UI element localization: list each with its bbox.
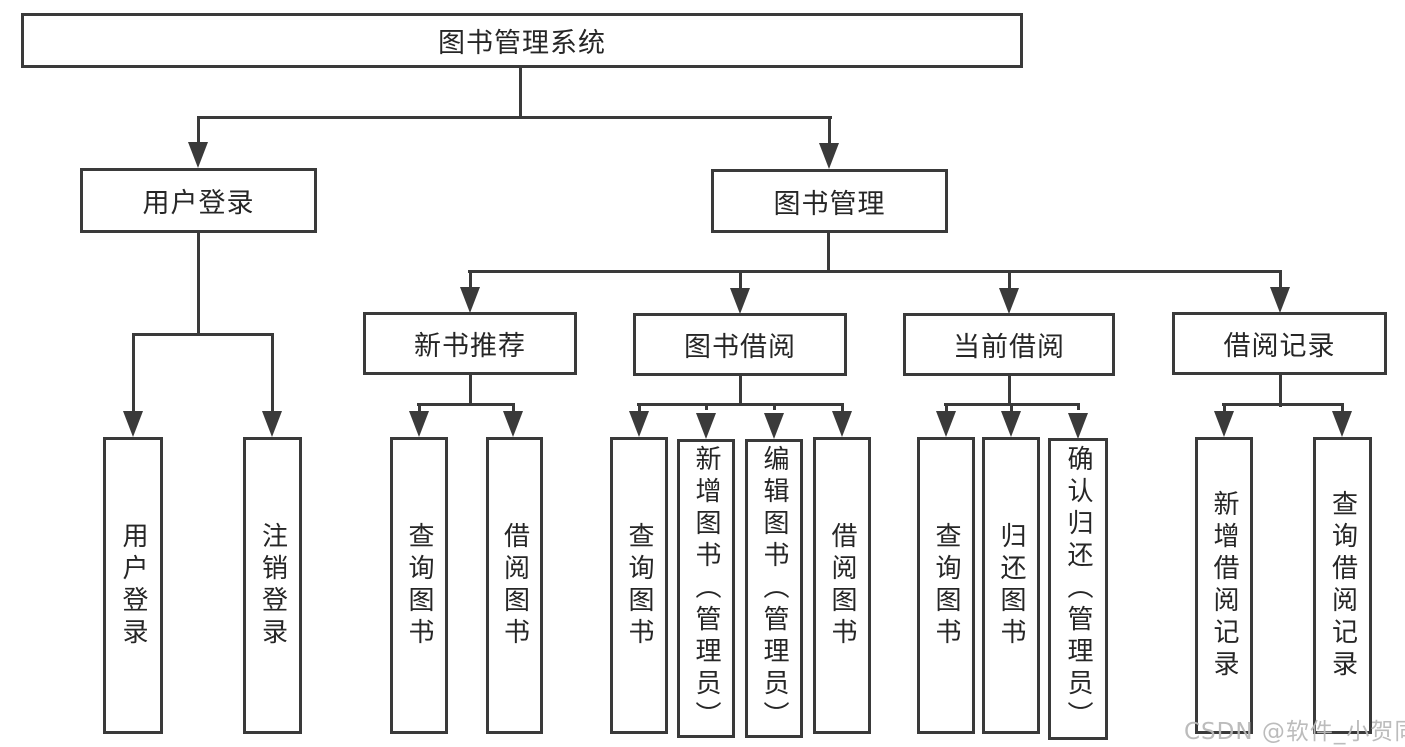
csdn-watermark: CSDN @软件_小贺同学	[1184, 719, 1405, 745]
node-book-management: 图书管理	[711, 169, 948, 233]
connector-line	[132, 333, 274, 336]
node-label: 查询借阅记录	[1327, 489, 1358, 682]
connector-line	[469, 270, 472, 290]
connector-line	[1279, 375, 1282, 407]
arrowhead-down	[1270, 287, 1290, 313]
node-label: 新书推荐	[414, 331, 526, 362]
node-label: 查询图书	[931, 521, 961, 650]
connector-line	[512, 403, 515, 413]
node-label: 查询图书	[624, 521, 654, 650]
connector-line	[197, 116, 832, 119]
node-book-borrowing: 图书借阅	[633, 313, 847, 376]
arrowhead-down	[1332, 411, 1352, 437]
arrowhead-down	[764, 413, 784, 439]
node-label: 归还图书	[996, 521, 1026, 650]
connector-line	[828, 116, 831, 144]
leaf-query-books-recommendation: 查询图书	[390, 437, 448, 734]
connector-line	[1279, 270, 1282, 290]
connector-line	[773, 403, 776, 410]
node-label: 图书管理	[773, 188, 886, 220]
node-label: 用户登录	[118, 521, 148, 650]
arrowhead-down	[1214, 411, 1234, 437]
arrowhead-down	[629, 411, 649, 437]
arrowhead-down	[1001, 411, 1021, 437]
connector-line	[739, 270, 742, 290]
node-label: 图书管理系统	[438, 28, 606, 59]
arrowhead-down	[730, 288, 750, 314]
node-label: 确认归还（管理员）	[1063, 445, 1093, 733]
node-label: 新增图书（管理员）	[691, 444, 721, 733]
arrowhead-down	[819, 143, 839, 169]
arrowhead-down	[460, 287, 480, 313]
leaf-query-books-current: 查询图书	[917, 437, 975, 734]
connector-line	[705, 403, 708, 410]
leaf-user-login: 用户登录	[103, 437, 163, 734]
arrowhead-down	[123, 411, 143, 437]
connector-line	[841, 403, 844, 413]
connector-line	[418, 403, 421, 413]
connector-line	[1008, 376, 1011, 405]
connector-line	[468, 270, 1282, 273]
connector-line	[1077, 403, 1080, 410]
node-label: 借阅图书	[827, 521, 857, 650]
connector-line	[637, 403, 844, 406]
connector-line	[197, 116, 200, 144]
leaf-add-books-admin: 新增图书（管理员）	[677, 439, 735, 738]
arrowhead-down	[503, 411, 523, 437]
node-label: 用户登录	[142, 188, 255, 219]
arrowhead-down	[262, 411, 282, 437]
connector-line	[827, 233, 830, 273]
leaf-logout: 注销登录	[243, 437, 302, 734]
arrowhead-down	[936, 411, 956, 437]
arrowhead-down	[1068, 413, 1088, 439]
node-label: 查询图书	[404, 521, 434, 650]
arrowhead-down	[409, 411, 429, 437]
connector-line	[945, 403, 948, 413]
leaf-add-borrow-record: 新增借阅记录	[1195, 437, 1253, 734]
connector-line	[417, 403, 515, 406]
node-label: 当前借阅	[953, 332, 1065, 363]
node-new-book-recommendation: 新书推荐	[363, 312, 577, 375]
node-user-login: 用户登录	[80, 168, 317, 233]
node-current-borrowing: 当前借阅	[903, 313, 1115, 376]
node-label: 借阅记录	[1223, 331, 1336, 362]
leaf-query-books-borrowing: 查询图书	[610, 437, 668, 734]
arrowhead-down	[188, 142, 208, 168]
node-label: 借阅图书	[499, 521, 530, 650]
arrowhead-down	[832, 411, 852, 437]
connector-line	[1341, 403, 1344, 413]
connector-line	[739, 376, 742, 405]
connector-line	[638, 403, 641, 413]
leaf-edit-books-admin: 编辑图书（管理员）	[745, 439, 803, 738]
leaf-query-borrow-record: 查询借阅记录	[1313, 437, 1372, 734]
connector-line	[469, 375, 472, 406]
leaf-confirm-return-admin: 确认归还（管理员）	[1048, 438, 1108, 740]
connector-line	[1010, 403, 1013, 413]
connector-line	[1223, 403, 1226, 413]
arrowhead-down	[999, 288, 1019, 314]
connector-line	[1222, 403, 1344, 406]
leaf-borrow-books-borrowing: 借阅图书	[813, 437, 871, 734]
node-library-management-system: 图书管理系统	[21, 13, 1023, 68]
connector-line	[271, 333, 274, 413]
node-label: 新增借阅记录	[1209, 489, 1239, 682]
node-label: 图书借阅	[684, 332, 796, 363]
arrowhead-down	[696, 413, 716, 439]
connector-line	[197, 233, 200, 336]
connector-line	[132, 333, 135, 413]
connector-line	[519, 68, 522, 119]
node-label: 编辑图书（管理员）	[759, 444, 789, 733]
leaf-return-books: 归还图书	[982, 437, 1040, 734]
node-label: 注销登录	[257, 521, 288, 650]
leaf-borrow-books-recommendation: 借阅图书	[486, 437, 543, 734]
connector-line	[1008, 270, 1011, 290]
node-borrowing-records: 借阅记录	[1172, 312, 1387, 375]
